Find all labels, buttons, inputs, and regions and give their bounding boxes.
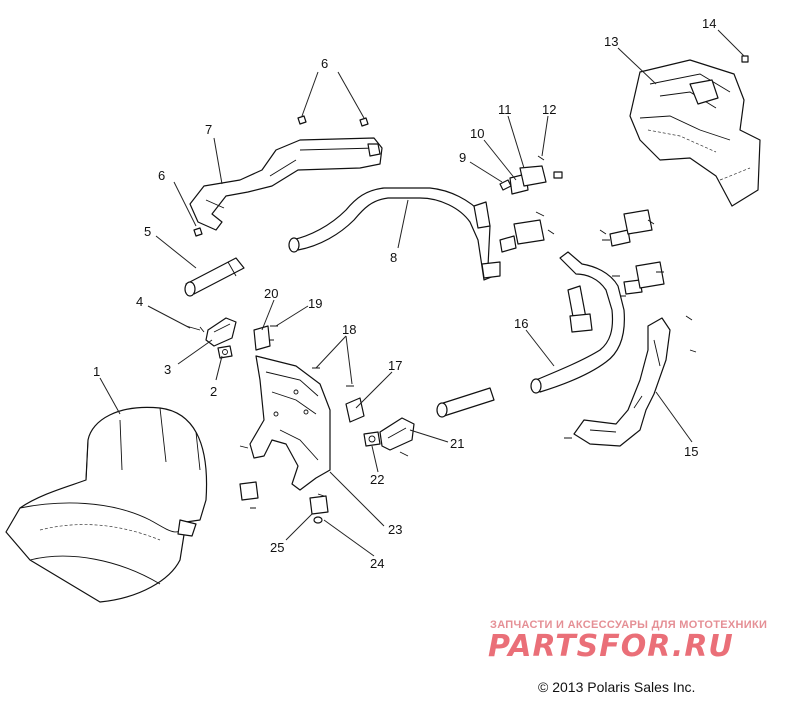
callout-3: 3 bbox=[164, 362, 171, 377]
watermark-site: PARTSFOR.RU bbox=[488, 629, 734, 664]
callout-14: 14 bbox=[702, 16, 716, 31]
callout-20: 20 bbox=[264, 286, 278, 301]
callout-24: 24 bbox=[370, 556, 384, 571]
callout-19: 19 bbox=[308, 296, 322, 311]
seat-part bbox=[5, 406, 208, 603]
callout-7: 7 bbox=[205, 122, 212, 137]
callout-5: 5 bbox=[144, 224, 151, 239]
watermark: ЗАПЧАСТИ И АКСЕССУАРЫ ДЛЯ МОТОТЕХНИКИ PA… bbox=[488, 619, 767, 664]
callout-numbers: 1 2 3 4 5 6 6 7 8 9 10 11 12 13 14 15 16… bbox=[93, 16, 716, 571]
small-screw-part bbox=[741, 55, 749, 63]
bolts-part bbox=[193, 115, 369, 237]
hinge-bracket-parts bbox=[499, 155, 665, 297]
callout-23: 23 bbox=[388, 522, 402, 537]
callout-17: 17 bbox=[388, 358, 402, 373]
callout-1: 1 bbox=[93, 364, 100, 379]
tube-center-part bbox=[436, 387, 495, 418]
grommet-parts bbox=[239, 481, 329, 524]
callout-16: 16 bbox=[514, 316, 528, 331]
callout-8: 8 bbox=[390, 250, 397, 265]
callout-25: 25 bbox=[270, 540, 284, 555]
nut-part bbox=[217, 345, 233, 359]
watermark-tagline: ЗАПЧАСТИ И АКСЕССУАРЫ ДЛЯ МОТОТЕХНИКИ bbox=[490, 619, 767, 631]
callout-13: 13 bbox=[604, 34, 618, 49]
tube-left-part bbox=[184, 257, 245, 297]
callout-9: 9 bbox=[459, 150, 466, 165]
storage-box-part bbox=[629, 59, 761, 207]
right-nut-part bbox=[363, 431, 381, 447]
latch-block-part bbox=[205, 317, 237, 347]
callout-22: 22 bbox=[370, 472, 384, 487]
callout-6b: 6 bbox=[158, 168, 165, 183]
callout-2: 2 bbox=[210, 384, 217, 399]
mount-plate-part bbox=[239, 355, 331, 509]
left-handle-bracket-part bbox=[189, 137, 383, 231]
right-grab-bar-part bbox=[530, 251, 625, 394]
leader-lines bbox=[99, 29, 745, 557]
callout-12: 12 bbox=[542, 102, 556, 117]
callout-4: 4 bbox=[136, 294, 143, 309]
callout-18: 18 bbox=[342, 322, 356, 337]
grab-bar-part bbox=[288, 187, 501, 281]
copyright-notice: © 2013 Polaris Sales Inc. bbox=[538, 679, 695, 695]
callout-21: 21 bbox=[450, 436, 464, 451]
right-latch-part bbox=[379, 417, 415, 457]
callout-10: 10 bbox=[470, 126, 484, 141]
callout-6a: 6 bbox=[321, 56, 328, 71]
right-handle-bracket-part bbox=[564, 315, 697, 447]
callout-15: 15 bbox=[684, 444, 698, 459]
callout-11: 11 bbox=[498, 102, 512, 117]
